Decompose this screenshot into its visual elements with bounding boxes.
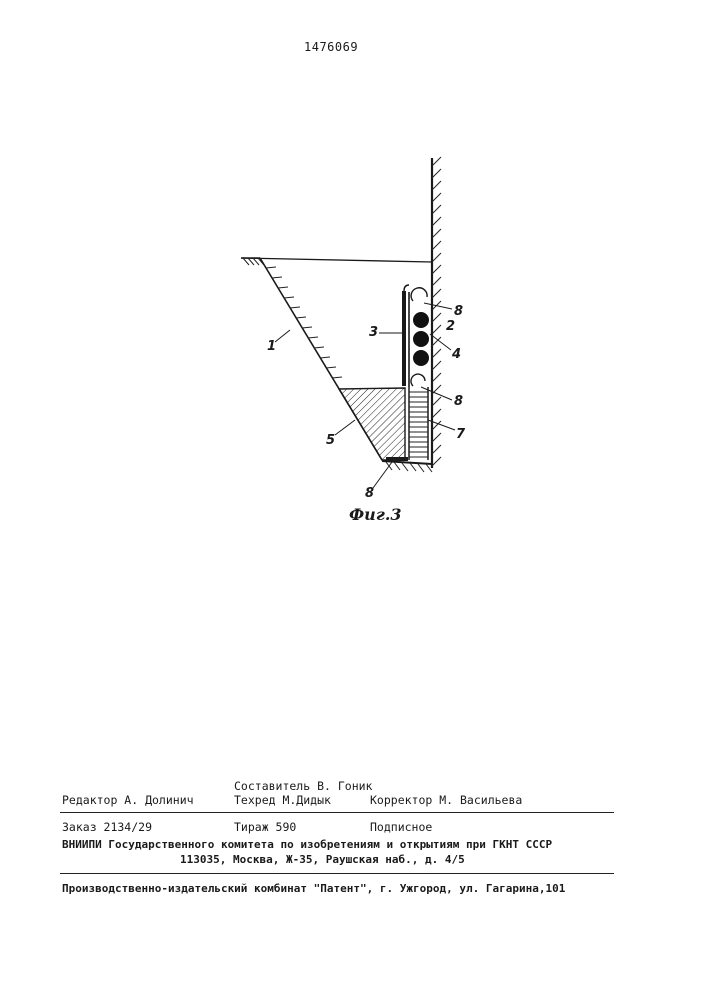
label-2: 2 bbox=[446, 319, 455, 334]
org-line-1: ВНИИПИ Государственного комитета по изоб… bbox=[62, 838, 552, 851]
divider bbox=[60, 873, 614, 874]
label-8-bottom: 8 bbox=[365, 486, 374, 501]
divider bbox=[60, 812, 614, 813]
subscription: Подписное bbox=[370, 820, 432, 834]
techred: Техред М.Дидык bbox=[234, 793, 331, 807]
figure-3-drawing: 1 2 3 4 5 7 8 8 8 Фиг.3 bbox=[0, 0, 707, 560]
printer: Производственно-издательский комбинат "П… bbox=[62, 882, 565, 895]
label-4: 4 bbox=[451, 347, 461, 362]
circulation: Тираж 590 bbox=[234, 820, 296, 834]
layer-7 bbox=[409, 387, 428, 460]
editor: Редактор А. Долинич bbox=[62, 793, 194, 807]
ball-4 bbox=[413, 312, 429, 328]
order: Заказ 2134/29 bbox=[62, 820, 152, 834]
figure-caption: Фиг.3 bbox=[349, 505, 402, 524]
label-8-mid: 8 bbox=[454, 394, 463, 409]
org-line-2: 113035, Москва, Ж-35, Раушская наб., д. … bbox=[180, 853, 465, 866]
label-5: 5 bbox=[326, 433, 335, 448]
ball-4 bbox=[413, 331, 429, 347]
ground-bottom bbox=[382, 457, 432, 472]
ball-4 bbox=[413, 350, 429, 366]
label-3: 3 bbox=[369, 325, 378, 340]
corrector: Корректор М. Васильева bbox=[370, 793, 522, 807]
composer: Составитель В. Гоник bbox=[234, 779, 372, 793]
wall bbox=[432, 157, 441, 468]
label-1: 1 bbox=[267, 339, 276, 354]
label-7: 7 bbox=[456, 427, 466, 442]
label-8-top: 8 bbox=[454, 304, 463, 319]
container-2 bbox=[404, 285, 429, 387]
water-surface bbox=[241, 258, 432, 262]
